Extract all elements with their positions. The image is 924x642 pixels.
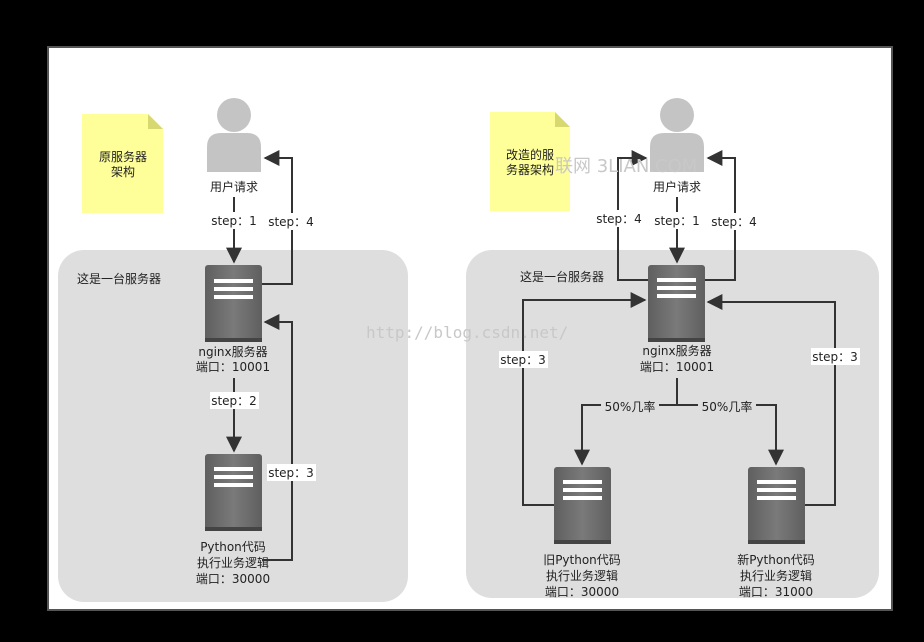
- left-server-zone-label: 这是一台服务器: [77, 271, 161, 286]
- right-old-python-label-2: 执行业务逻辑: [546, 568, 618, 583]
- right-user-label: 用户请求: [653, 179, 701, 194]
- left-step4-label: step：4: [268, 215, 314, 229]
- right-user-icon: [650, 98, 704, 172]
- right-step3-old-label: step：3: [500, 353, 546, 367]
- right-server-zone-label: 这是一台服务器: [520, 269, 604, 284]
- left-arrow-step3: [262, 314, 293, 561]
- left-python-label-3: 端口：30000: [196, 572, 270, 586]
- csdn-watermark: http://blog.csdn.net/: [366, 323, 568, 342]
- right-new-python-label-1: 新Python代码: [737, 552, 815, 567]
- right-step4-left-label: step：4: [596, 212, 642, 226]
- right-note-line1: 改造的服: [506, 147, 554, 162]
- left-python-server-icon: [205, 454, 262, 531]
- right-new-python-label-3: 端口：31000: [739, 585, 813, 599]
- left-step2-label: step：2: [211, 394, 257, 408]
- right-old-python-server-icon: [554, 467, 611, 544]
- right-arrow-step3-old: [522, 292, 647, 506]
- left-python-label-2: 执行业务逻辑: [197, 555, 269, 570]
- right-new-python-label-2: 执行业务逻辑: [740, 568, 812, 583]
- right-old-python-label-3: 端口：30000: [545, 585, 619, 599]
- right-split-left-label: 50%几率: [605, 399, 656, 414]
- right-old-python-label-1: 旧Python代码: [543, 553, 621, 567]
- right-note-line2: 务器架构: [506, 162, 554, 177]
- right-diagram: 这是一台服务器 改造的服 务器架构 用户请求 nginx服务器 端口：10001: [466, 98, 879, 599]
- left-note-line1: 原服务器: [99, 149, 147, 164]
- right-step1-label: step：1: [654, 214, 700, 228]
- left-user-icon: [207, 98, 261, 172]
- left-user-label: 用户请求: [210, 179, 258, 194]
- right-nginx-server-icon: [648, 265, 705, 342]
- left-step1-label: step：1: [211, 214, 257, 228]
- left-diagram: 这是一台服务器 原服务器 架构 用户请求 nginx服务器 端口：10001: [58, 98, 408, 602]
- right-nginx-label-2: 端口：10001: [640, 360, 714, 374]
- right-step3-new-label: step：3: [812, 350, 858, 364]
- left-python-label-1: Python代码: [200, 540, 266, 554]
- right-arrow-step3-new: [706, 294, 836, 506]
- left-nginx-label-1: nginx服务器: [198, 344, 267, 359]
- right-step4-right-label: step：4: [711, 215, 757, 229]
- brand-watermark: 联网 3LIAN.COM: [555, 156, 697, 177]
- right-note: 改造的服 务器架构: [490, 112, 570, 211]
- right-split-right-label: 50%几率: [702, 399, 753, 414]
- left-step3-label: step：3: [268, 466, 314, 480]
- left-note-line2: 架构: [111, 164, 135, 179]
- right-nginx-label-1: nginx服务器: [642, 343, 711, 358]
- right-new-python-server-icon: [748, 467, 805, 544]
- left-nginx-label-2: 端口：10001: [196, 360, 270, 374]
- left-nginx-server-icon: [205, 265, 262, 342]
- left-note: 原服务器 架构: [82, 114, 163, 213]
